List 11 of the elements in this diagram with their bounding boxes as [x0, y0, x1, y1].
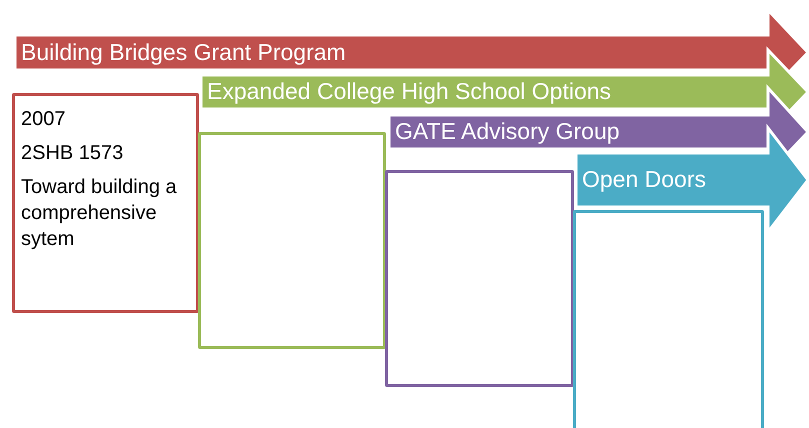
text-box	[12, 93, 199, 313]
arrow-label: GATE Advisory Group	[395, 120, 620, 143]
empty-box	[385, 170, 574, 387]
box-text: 2007	[21, 107, 66, 132]
box-text: 2SHB 1573	[21, 141, 124, 166]
arrow-label: Open Doors	[582, 168, 706, 191]
empty-box	[198, 132, 386, 349]
arrow-label: Building Bridges Grant Program	[21, 40, 346, 64]
arrow-label: Expanded College High School Options	[207, 80, 612, 103]
box-text: Toward building a comprehensive sytem	[21, 175, 178, 252]
empty-box	[573, 210, 764, 428]
